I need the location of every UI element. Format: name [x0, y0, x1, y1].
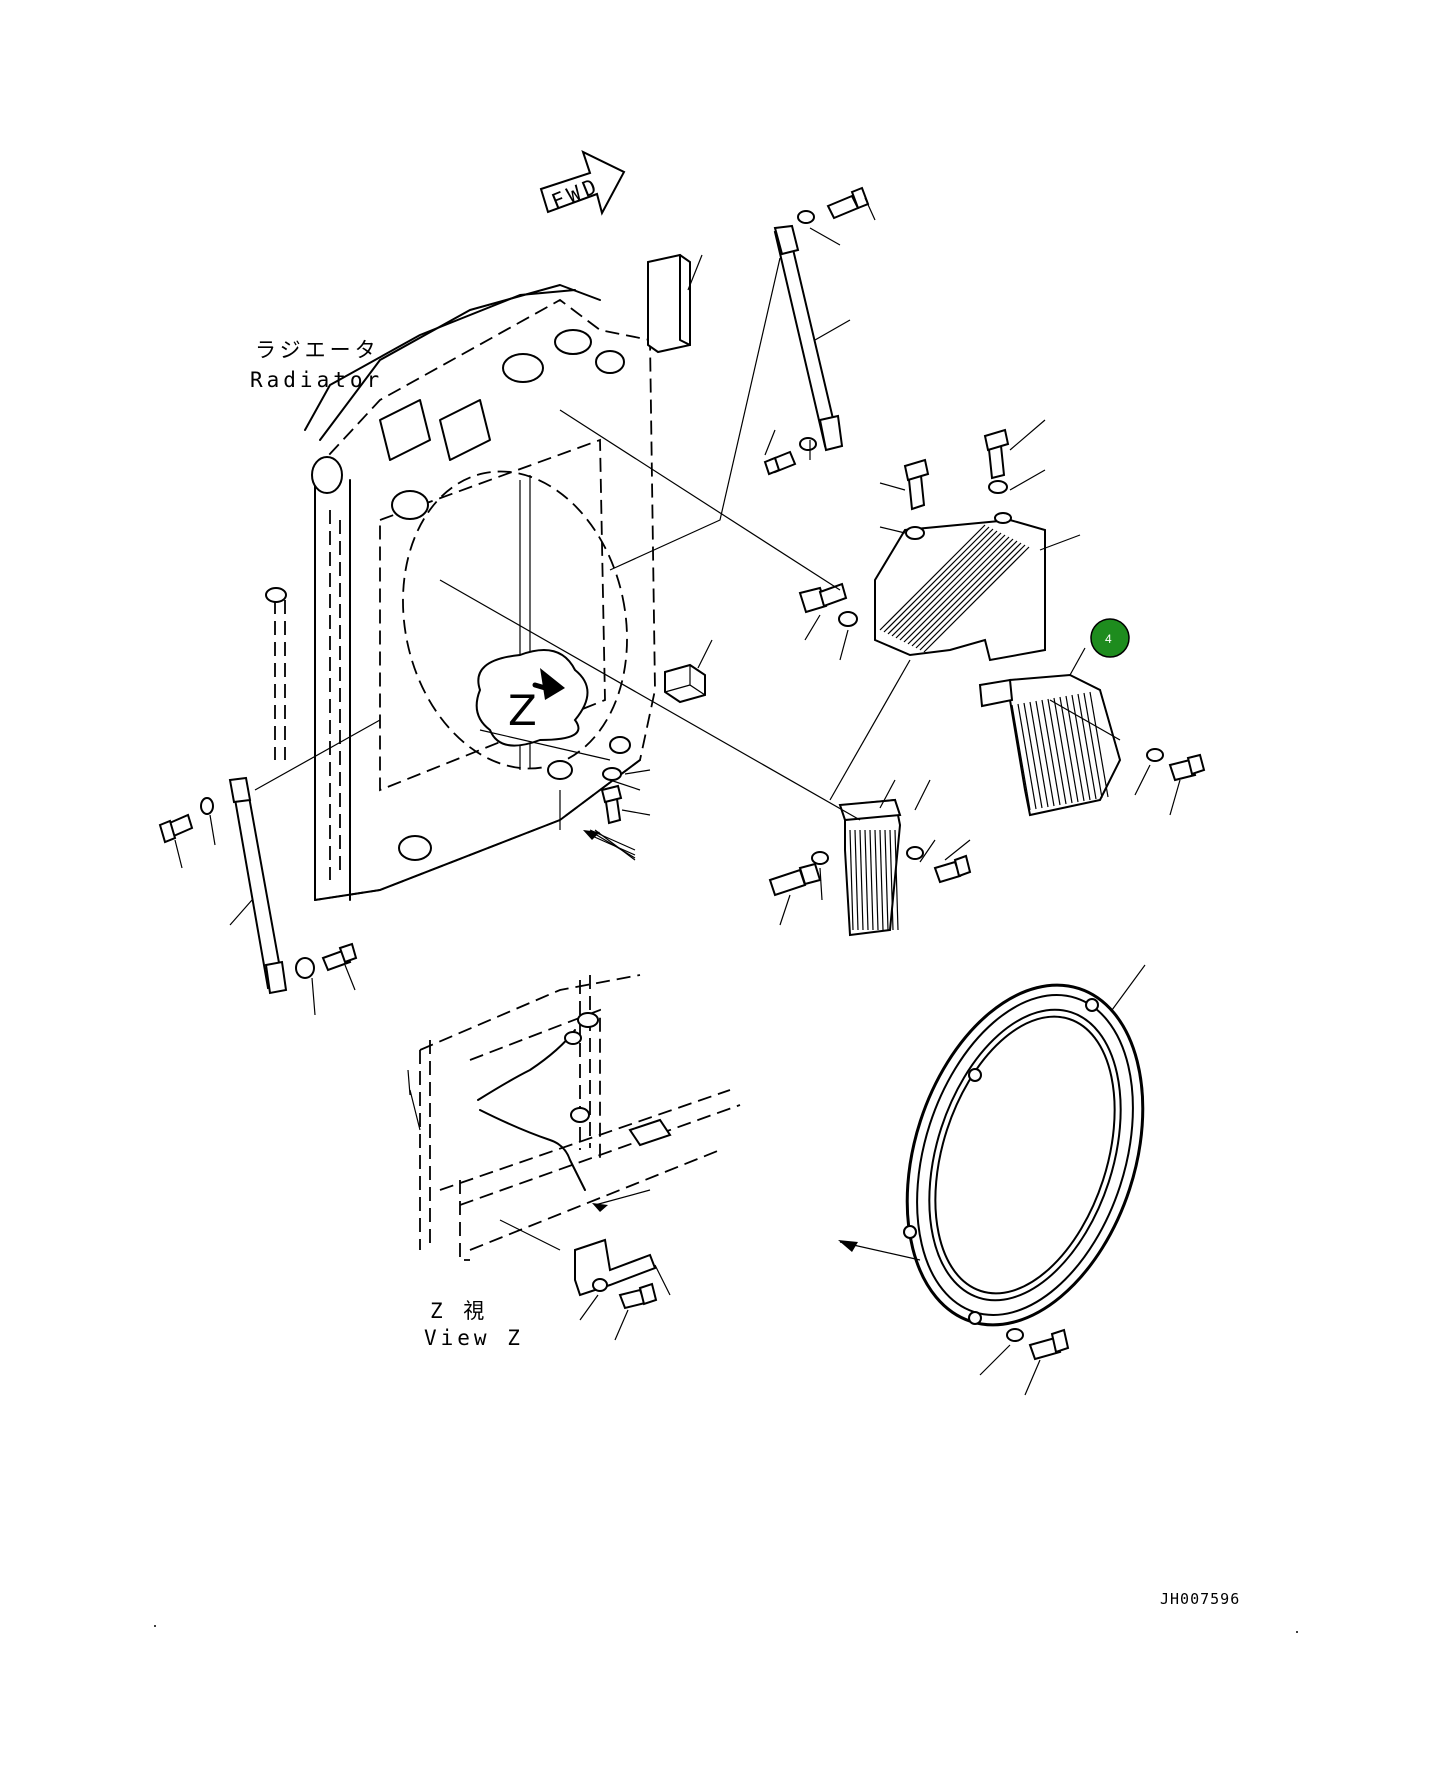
stay-bar-top [609, 186, 876, 571]
view-z-label-en: View Z [424, 1326, 524, 1350]
view-z-drawing [407, 974, 741, 1341]
fin-line [879, 829, 884, 931]
fin-guard-upper [798, 419, 1081, 662]
fin-line [899, 534, 1006, 641]
fin-line [1077, 693, 1097, 800]
fin-line [889, 829, 894, 931]
fwd-arrow: FWD [539, 150, 626, 216]
view-z-label-jp: Z 視 [430, 1299, 488, 1323]
radiator-label-en: Radiator [250, 368, 383, 392]
fin-line [1089, 691, 1109, 798]
fin-line [1011, 704, 1031, 811]
fin-line [869, 829, 874, 931]
drawing-code: JH007596 [1160, 1590, 1240, 1608]
fin-line [1059, 696, 1079, 803]
fin-line [1023, 702, 1043, 809]
fin-line [849, 829, 854, 931]
fin-line [1029, 701, 1049, 808]
fin-line [894, 829, 899, 931]
radiator-assembly [265, 284, 656, 902]
fin-line [911, 540, 1018, 647]
fin-line [903, 536, 1010, 643]
fin-line [923, 546, 1030, 653]
part-number-marker[interactable]: 4 [1090, 618, 1130, 658]
fin-line [891, 530, 998, 637]
fin-line [1071, 694, 1091, 801]
leader-lines [254, 409, 861, 861]
fin-line [854, 829, 859, 931]
fin-line [907, 538, 1014, 645]
fin-line [1047, 698, 1067, 805]
fin-line [1065, 695, 1085, 802]
fin-line [1041, 699, 1061, 806]
fin-line [883, 526, 990, 633]
fin-line [874, 829, 879, 931]
fin-line [915, 542, 1022, 649]
rubber-block [664, 639, 713, 704]
fin-guard-lower [768, 659, 972, 937]
fin-guard-right [978, 647, 1206, 817]
fin-line [1083, 692, 1103, 799]
fin-line [895, 532, 1002, 639]
marker-number: 4 [1105, 632, 1112, 646]
box-bracket-top [647, 253, 703, 354]
fin-line [919, 544, 1026, 651]
fan-ring [838, 964, 1146, 1396]
fin-line [884, 829, 889, 931]
stay-bar-left [158, 776, 358, 1016]
fin-line [1017, 703, 1037, 810]
fin-line [1053, 697, 1073, 804]
z-letter: Z [508, 686, 537, 735]
fin-line [859, 829, 864, 931]
radiator-label-jp: ラジエータ [255, 338, 380, 362]
fin-line [887, 528, 994, 635]
fasteners-center [583, 767, 651, 859]
fin-line [1035, 700, 1055, 807]
fin-line [879, 524, 986, 631]
z-view-callout: Z [475, 649, 589, 747]
fin-line [864, 829, 869, 931]
